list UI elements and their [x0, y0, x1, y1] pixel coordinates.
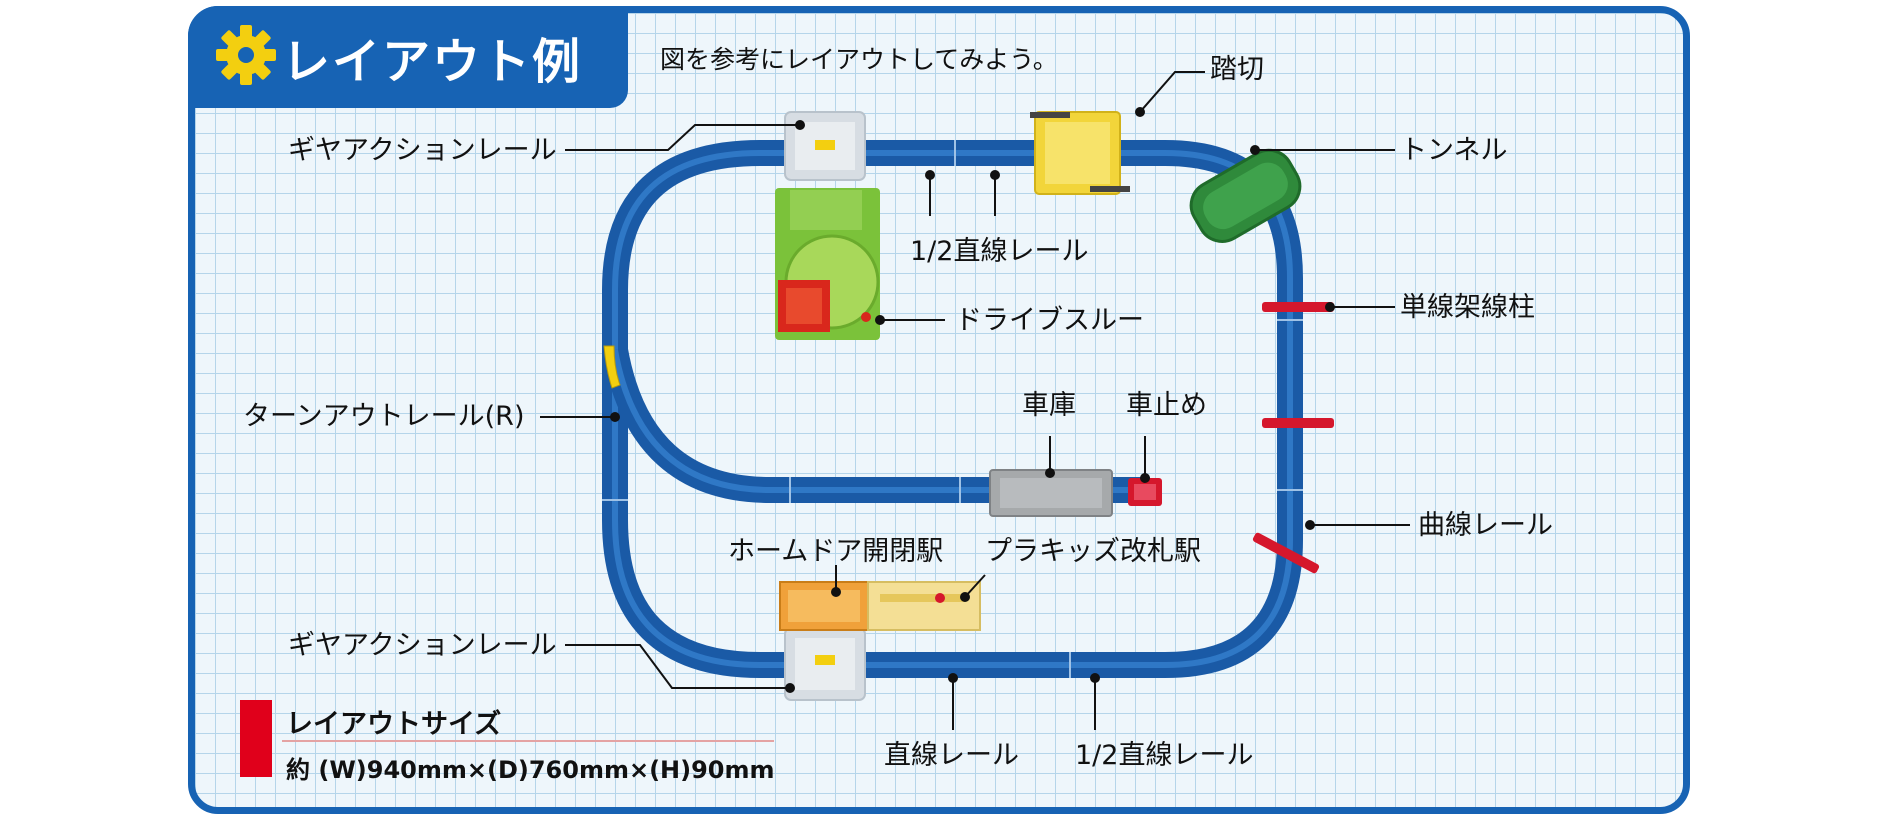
label-plakids-gate-station: プラキッズ改札駅	[985, 536, 1201, 567]
layout-size-divider	[282, 740, 774, 742]
garage-piece	[989, 469, 1113, 517]
label-gear-action-rail-bottom: ギヤアクションレール	[288, 630, 557, 661]
label-home-door-station: ホームドア開閉駅	[728, 536, 944, 567]
label-single-pole: 単線架線柱	[1400, 292, 1535, 323]
crossing-piece	[1030, 111, 1130, 195]
label-garage: 車庫	[1022, 390, 1076, 421]
label-curve-rail: 曲線レール	[1418, 510, 1553, 541]
label-straight-rail: 直線レール	[884, 740, 1019, 771]
label-buffer-stop: 車止め	[1126, 390, 1207, 421]
label-half-straight-bottom: 1/2直線レール	[1075, 740, 1254, 771]
overhead-poles	[1252, 302, 1334, 574]
label-tunnel: トンネル	[1400, 135, 1508, 166]
leader-dots	[610, 107, 1335, 693]
gear-action-rail-bottom-piece	[784, 627, 866, 701]
layout-size-marker	[240, 700, 272, 777]
page-title: レイアウト例	[282, 34, 583, 90]
layout-size-value: 約 (W)940mm×(D)760mm×(H)90mm	[286, 756, 775, 784]
layout-size-title: レイアウトサイズ	[286, 709, 502, 740]
turnout-lever	[603, 345, 621, 389]
label-gear-action-rail-top: ギヤアクションレール	[288, 135, 557, 166]
plakids-gate-station-piece	[867, 581, 981, 631]
label-crossing: 踏切	[1210, 54, 1264, 85]
label-drive-through: ドライブスルー	[955, 305, 1144, 336]
intro-text: 図を参考にレイアウトしてみよう。	[660, 45, 1058, 74]
buffer-stop-piece	[1128, 478, 1162, 506]
gear-icon	[216, 25, 276, 85]
home-door-station-piece	[779, 581, 869, 631]
drive-through-piece	[775, 188, 880, 340]
gear-action-rail-top-piece	[784, 111, 866, 181]
label-turnout: ターンアウトレール(R)	[243, 401, 525, 432]
tunnel-piece	[1189, 148, 1302, 243]
label-half-straight-top: 1/2直線レール	[910, 236, 1089, 267]
